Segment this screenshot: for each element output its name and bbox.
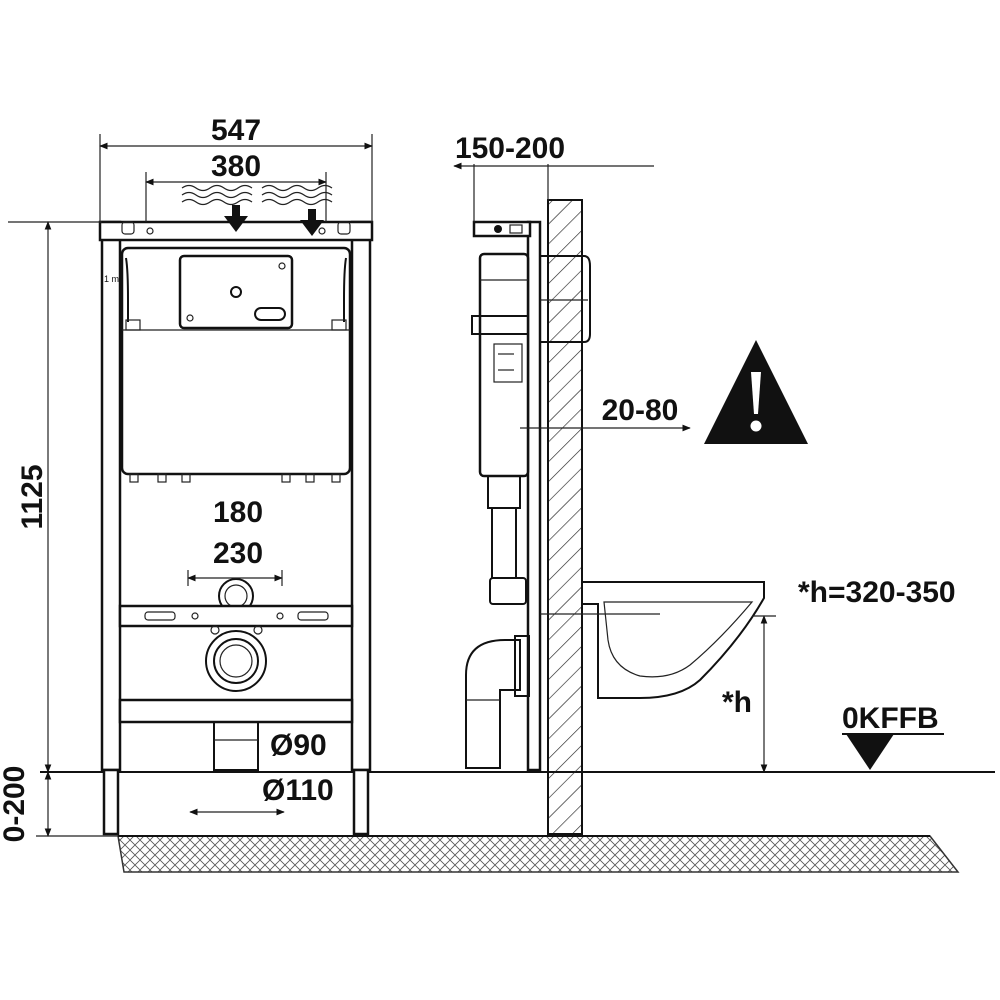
dim-foot-adjust: 0-200 — [0, 766, 31, 843]
frame-right-upright — [350, 220, 372, 772]
dim-height-range: *h=320-350 — [798, 576, 956, 609]
wall-hung-toilet — [581, 581, 765, 699]
dim-pipe-d90: Ø90 — [270, 729, 327, 762]
warning-triangle-icon — [704, 340, 808, 444]
floor-level-label: 0KFFB — [842, 702, 939, 735]
dim-height-h: *h — [722, 686, 752, 719]
flush-plate-opening — [178, 254, 294, 330]
dim-230: 230 — [213, 537, 263, 570]
side-frame-upright — [526, 220, 542, 772]
water-wave-icon — [181, 184, 333, 206]
wall — [547, 199, 583, 835]
dim-height-1125: 1125 — [16, 464, 49, 529]
svg-text:1 m: 1 m — [104, 274, 119, 284]
frame-right-foot — [352, 768, 370, 836]
dim-wall-offset: 20-80 — [602, 394, 679, 427]
floor-level-marker-icon — [846, 734, 894, 770]
side-view: 150-200 20-80 *h *h=320-350 0KFFB — [453, 132, 956, 835]
raw-floor-hatch — [117, 835, 960, 873]
frame-lower-crossbar — [118, 698, 354, 724]
floor — [40, 771, 995, 873]
dim-pipe-d110: Ø110 — [262, 774, 334, 807]
dim-width-547: 547 — [211, 114, 261, 147]
dim-width-380: 380 — [211, 150, 261, 183]
side-flush-pipe-top — [487, 475, 521, 509]
frame-mid-crossbar — [118, 604, 354, 628]
down-arrow-icon — [224, 205, 324, 236]
frame-left-foot — [102, 768, 120, 836]
waste-pipe-connection — [205, 630, 267, 692]
side-waste-bend — [465, 639, 521, 769]
dim-180: 180 — [213, 496, 263, 529]
flush-plate — [540, 255, 591, 343]
side-cistern-body — [478, 252, 530, 478]
front-view: 1 m 547 380 1125 0-200 — [0, 114, 374, 843]
waste-pipe — [213, 721, 259, 771]
dim-wall-distance: 150-200 — [455, 132, 565, 165]
frame-left-upright — [100, 220, 122, 772]
